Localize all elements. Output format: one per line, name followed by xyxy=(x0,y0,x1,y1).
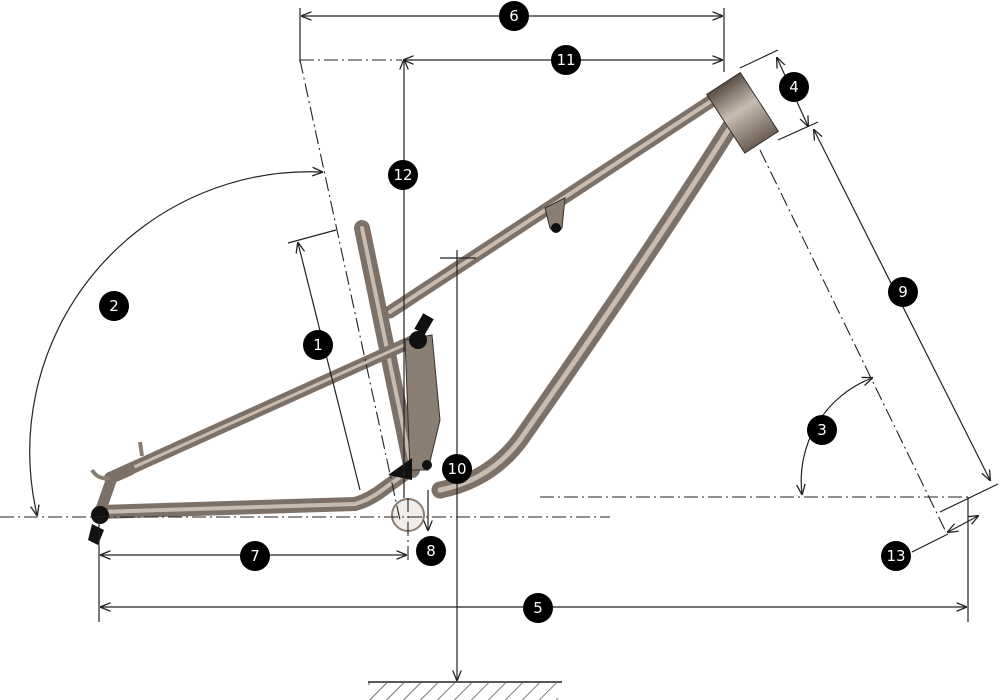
badge-2: 2 xyxy=(99,291,129,321)
svg-text:5: 5 xyxy=(533,599,543,617)
svg-text:7: 7 xyxy=(250,547,260,565)
head-tube xyxy=(706,71,780,154)
badge-5: 5 xyxy=(523,593,553,623)
svg-text:8: 8 xyxy=(426,542,436,560)
svg-text:6: 6 xyxy=(509,7,519,25)
derailleur-hanger xyxy=(88,524,104,545)
badge-7: 7 xyxy=(240,541,270,571)
svg-text:2: 2 xyxy=(109,297,119,315)
seat-tube-axis xyxy=(299,59,401,521)
svg-text:13: 13 xyxy=(886,547,905,565)
badge-1: 1 xyxy=(303,330,333,360)
badge-12: 12 xyxy=(388,160,418,190)
badge-6: 6 xyxy=(499,1,529,31)
badge-8: 8 xyxy=(416,536,446,566)
reference-lines xyxy=(0,8,969,622)
ground-hatch xyxy=(368,683,558,700)
svg-text:9: 9 xyxy=(898,283,908,301)
badge-11: 11 xyxy=(551,45,581,75)
badge-4: 4 xyxy=(779,72,809,102)
badge-10: 10 xyxy=(442,454,472,484)
svg-text:3: 3 xyxy=(817,421,827,439)
dim-13 xyxy=(948,516,978,532)
svg-text:1: 1 xyxy=(313,336,323,354)
svg-text:4: 4 xyxy=(789,78,799,96)
dimension-lines xyxy=(29,16,999,680)
bike-frame xyxy=(88,71,780,545)
rocker-link xyxy=(404,334,441,471)
badge-13: 13 xyxy=(881,541,911,571)
down-tube xyxy=(431,99,751,499)
angle-2-arc xyxy=(29,172,322,515)
rear-axle xyxy=(91,506,109,524)
svg-text:11: 11 xyxy=(556,51,575,69)
ground xyxy=(368,681,562,700)
svg-text:10: 10 xyxy=(447,460,466,478)
badge-3: 3 xyxy=(807,415,837,445)
svg-text:12: 12 xyxy=(393,166,412,184)
badge-9: 9 xyxy=(888,277,918,307)
badges: 1 2 3 4 5 6 7 8 9 10 11 12 13 xyxy=(99,1,918,623)
pivot-upper xyxy=(409,331,427,349)
